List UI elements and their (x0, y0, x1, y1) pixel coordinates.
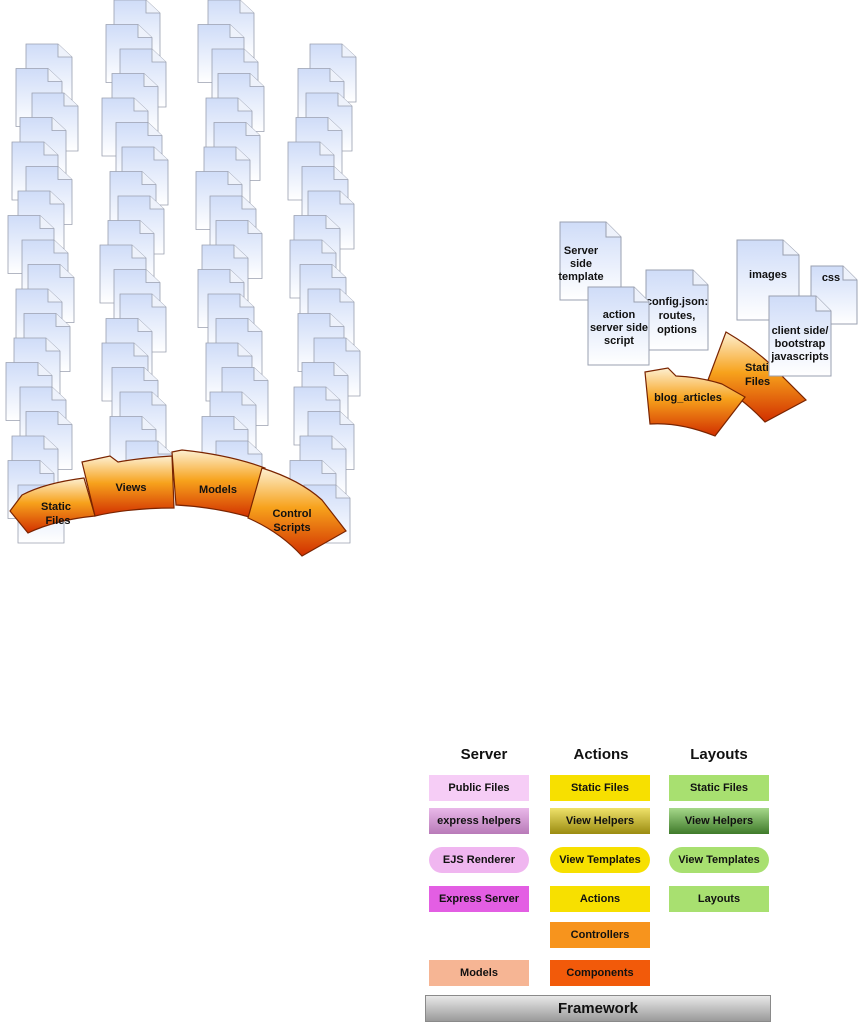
doc-label-options: options (657, 324, 697, 336)
left-arc: Static Files Views Models Control Script… (9, 449, 347, 557)
framework-bar: Framework (425, 995, 771, 1022)
box-controllers: Controllers (550, 922, 650, 948)
doc-label-routes: routes, (659, 310, 696, 322)
doc-label-config: config.json: (646, 296, 708, 308)
doc-label-css: css (822, 272, 840, 284)
doc-label-action: action (603, 309, 636, 321)
arc-segment-models: Models (171, 449, 266, 519)
doc-client-side-javascripts: client side/ bootstrap javascripts (768, 295, 832, 377)
box-components: Components (550, 960, 650, 986)
column-header-layouts: Layouts (690, 746, 748, 763)
doc-label-server-side: server side (590, 322, 648, 334)
arc-segment-blog-articles: blog_articles (644, 367, 746, 437)
arc-label-static-right-2: Files (745, 376, 770, 388)
arc-label-control-scripts-1: Control (272, 508, 311, 520)
box-express-helpers: express helpers (429, 808, 529, 834)
arc-label-control-scripts-2: Scripts (273, 522, 310, 534)
doc-label-images: images (749, 269, 787, 281)
arc-label-static-right-1: Stati (745, 362, 769, 374)
doc-label-javascripts: javascripts (770, 351, 828, 363)
column-header-server: Server (460, 746, 508, 763)
box-layouts-layouts: Layouts (669, 886, 769, 912)
box-express-server: Express Server (429, 886, 529, 912)
box-ejs-renderer: EJS Renderer (429, 847, 529, 873)
box-layouts-view-helpers: View Helpers (669, 808, 769, 834)
arc-label-views: Views (116, 482, 147, 494)
arc-label-blog-articles: blog_articles (654, 392, 722, 404)
box-models: Models (429, 960, 529, 986)
doc-label-script: script (604, 335, 634, 347)
arc-label-static-files-2: Files (45, 515, 70, 527)
doc-label-bootstrap: bootstrap (775, 338, 826, 350)
box-actions-view-templates: View Templates (550, 847, 650, 873)
right-cluster: Stati Files blog_articles Server side te… (558, 221, 858, 437)
arc-label-static-files-1: Static (41, 501, 71, 513)
doc-config-json: config.json: routes, options (645, 269, 709, 351)
box-layouts-static-files: Static Files (669, 775, 769, 801)
arc-label-models: Models (199, 484, 237, 496)
doc-action-script: action server side script (587, 286, 650, 366)
doc-label-client-side: client side/ (772, 325, 829, 337)
box-layouts-view-templates: View Templates (669, 847, 769, 873)
box-actions-actions: Actions (550, 886, 650, 912)
arc-segment-static-files: Static Files (9, 477, 96, 534)
arc-segment-control-scripts: Control Scripts (247, 467, 347, 557)
doc-label-server: Server (564, 245, 599, 257)
doc-label-side: side (570, 258, 592, 270)
column-header-actions: Actions (573, 746, 629, 763)
box-actions-static-files: Static Files (550, 775, 650, 801)
box-public-files: Public Files (429, 775, 529, 801)
doc-server-side-template: Server side template (558, 221, 622, 301)
arc-segment-views: Views (81, 455, 175, 517)
box-actions-view-helpers: View Helpers (550, 808, 650, 834)
doc-label-template: template (558, 271, 603, 283)
